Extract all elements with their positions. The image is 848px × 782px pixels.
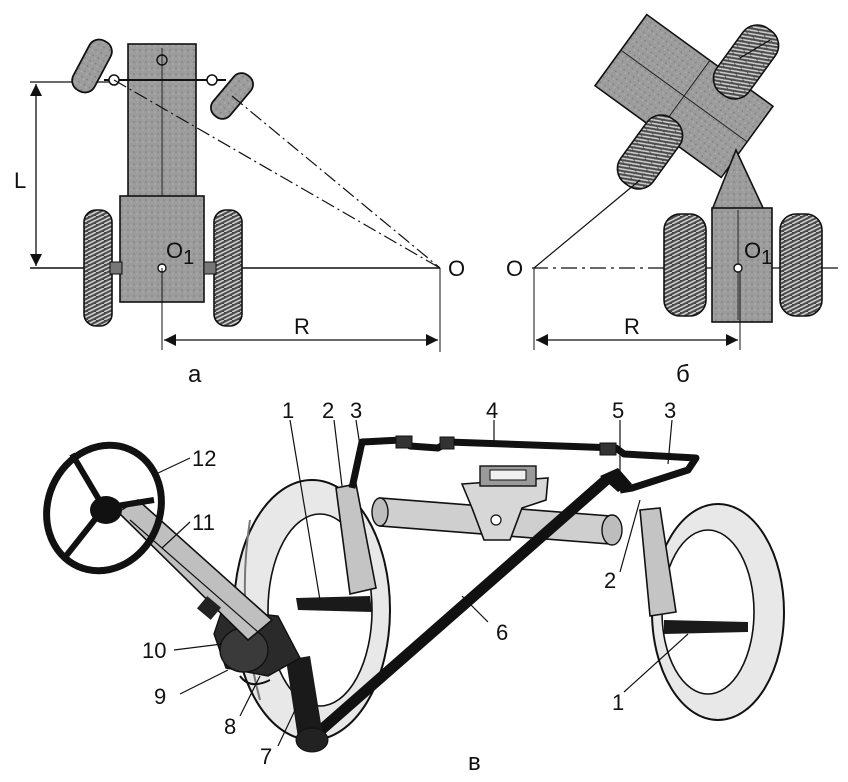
rear-left-wheel-b [663, 213, 707, 317]
rear-right-wheel-a [213, 209, 243, 327]
part-label-12: 12 [192, 446, 216, 471]
part-label-4: 4 [486, 398, 498, 423]
drag-link [306, 474, 612, 744]
axle-bracket [460, 477, 549, 541]
caption-c: в [468, 749, 481, 776]
part-label-7: 7 [260, 744, 272, 769]
part-label-3-left: 3 [350, 398, 362, 423]
right-front-wheel-c [651, 503, 785, 721]
part-label-2-right: 2 [604, 568, 616, 593]
front-left-wheel-a [71, 38, 113, 94]
part-label-1-right: 1 [612, 690, 624, 715]
turn-ray-b [533, 179, 641, 269]
rear-left-wheel-a [83, 209, 113, 327]
turn-ray-left-a [113, 79, 441, 269]
part-label-3-right: 3 [664, 398, 676, 423]
tie-rod [348, 436, 700, 494]
tractor-rear-section-b [711, 207, 773, 323]
caption-a: а [188, 361, 202, 388]
rear-right-wheel-b [779, 213, 823, 317]
left-steering-arm [296, 596, 372, 612]
turn-ray-right-a [231, 95, 441, 269]
panel-a: L R O O1 а [14, 38, 465, 388]
caption-b: б [676, 361, 690, 388]
steering-wheel [43, 441, 165, 575]
part-label-10: 10 [142, 638, 166, 663]
turn-center-label-b: O [506, 256, 523, 281]
panel-c: 1 2 3 4 5 3 2 1 6 7 8 9 10 11 12 в [43, 398, 785, 776]
front-wheel-lower-b [616, 114, 684, 190]
wheelbase-label: L [14, 168, 26, 193]
part-label-11: 11 [192, 510, 215, 535]
pitman-arm [286, 656, 322, 738]
radius-label-b: R [624, 314, 640, 339]
right-steering-arm [664, 620, 748, 634]
front-wheel-upper-b [712, 24, 780, 100]
part-label-9: 9 [154, 684, 166, 709]
turn-center-label-a: O [448, 256, 465, 281]
part-label-1-left: 1 [282, 398, 294, 423]
part-label-6: 6 [496, 620, 508, 645]
radius-label-a: R [294, 314, 310, 339]
axle-center-label-b: O1 [744, 238, 772, 269]
part-label-2-left: 2 [322, 398, 334, 423]
part-label-5: 5 [612, 398, 624, 423]
part-label-8: 8 [224, 714, 236, 739]
right-king-pin [639, 507, 677, 617]
axle-center-label-a: O1 [166, 238, 194, 269]
panel-b: R O O1 б [506, 13, 840, 388]
